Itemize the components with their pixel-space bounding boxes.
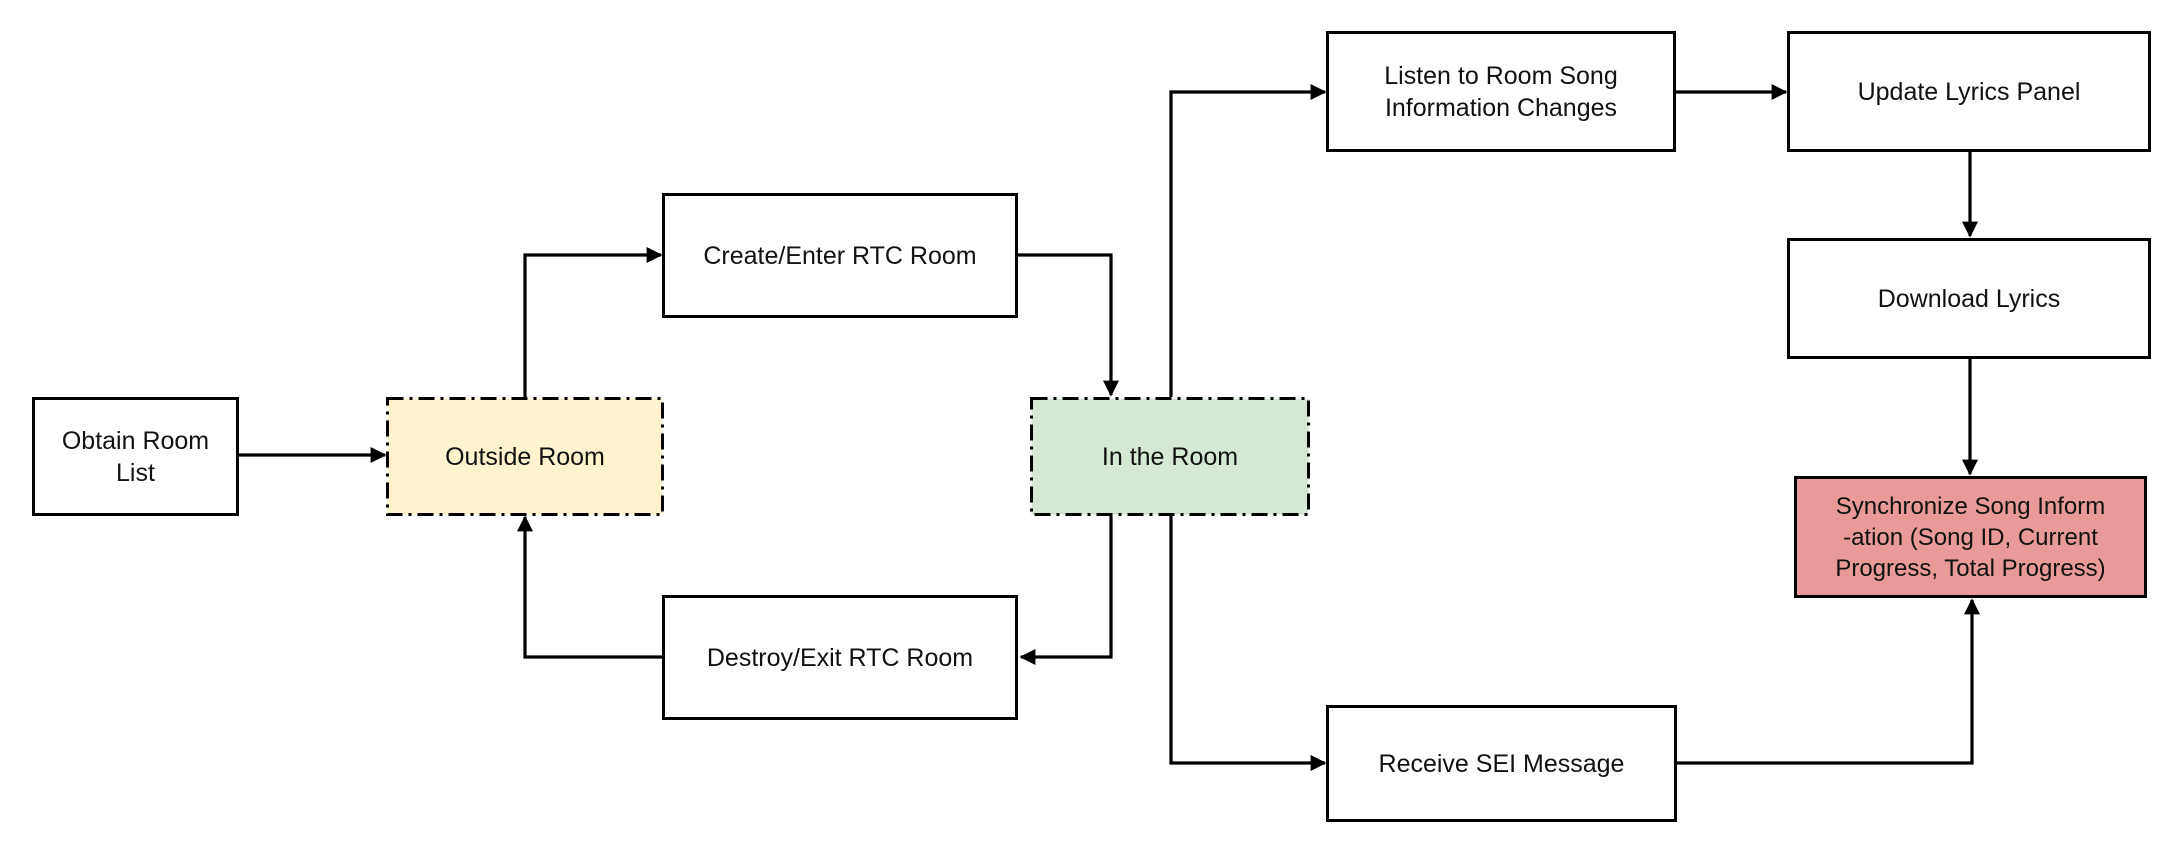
edge-destroy-to-outside [517,515,662,659]
node-obtain-room-list: Obtain Room List [32,397,239,516]
edge-inroom-to-destroy [1019,515,1113,665]
node-outside-room: Outside Room [386,397,664,516]
in-the-room-border [1030,397,1310,516]
node-synchronize-song-info: Synchronize Song Inform -ation (Song ID,… [1794,476,2147,598]
node-destroy-exit-rtc-room-label: Destroy/Exit RTC Room [706,643,974,672]
node-in-the-room: In the Room [1030,397,1310,516]
node-update-lyrics-panel-label: Update Lyrics Panel [1857,77,2081,106]
node-listen-song-info-changes: Listen to Room Song Information Changes [1326,31,1676,152]
node-listen-song-info-changes-label: Listen to Room Song Information Changes [1384,61,1618,122]
edge-inroom-to-listen [1169,84,1327,397]
node-destroy-exit-rtc-room: Destroy/Exit RTC Room [662,595,1018,720]
node-outside-room-label: Outside Room [445,442,605,471]
node-receive-sei-message: Receive SEI Message [1326,705,1677,822]
node-download-lyrics-label: Download Lyrics [1877,284,2061,313]
edge-inroom-to-sei [1169,515,1327,771]
edge-sei-to-sync [1676,598,1980,765]
node-in-the-room-label: In the Room [1101,442,1239,471]
edge-create-to-inroom [1017,253,1119,397]
outside-room-border [386,397,664,516]
node-synchronize-song-info-label: Synchronize Song Inform -ation (Song ID,… [1835,492,2106,582]
edge-outside-to-create [523,247,663,397]
node-receive-sei-message-label: Receive SEI Message [1378,749,1625,778]
node-update-lyrics-panel: Update Lyrics Panel [1787,31,2151,152]
node-create-enter-rtc-room-label: Create/Enter RTC Room [703,241,977,270]
node-obtain-room-list-label: Obtain Room List [61,426,210,487]
node-download-lyrics: Download Lyrics [1787,238,2151,359]
node-create-enter-rtc-room: Create/Enter RTC Room [662,193,1018,318]
